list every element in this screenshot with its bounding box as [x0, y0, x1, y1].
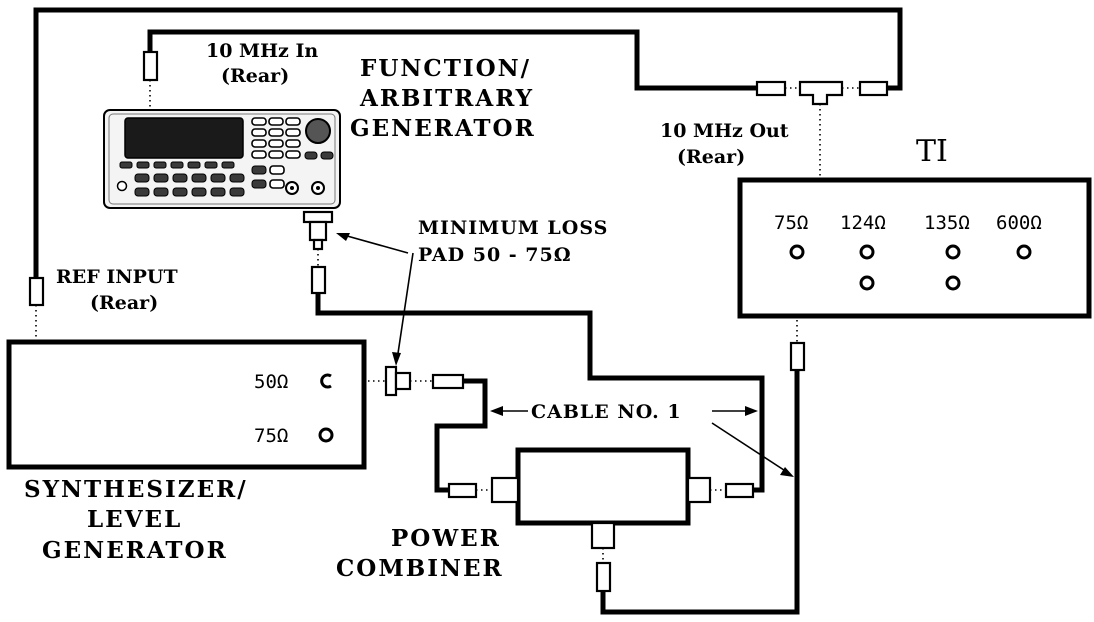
combiner-port-left — [490, 476, 520, 504]
bnc-cable-connector-icon — [28, 276, 45, 307]
label-10mhz-out-rear: (Rear) — [677, 146, 745, 168]
arrowhead-icon — [336, 233, 350, 241]
arrowhead-icon — [745, 406, 758, 416]
minimum-loss-pad-icon — [384, 365, 412, 397]
label-synthesizer-line2: LEVEL — [87, 506, 182, 533]
label-synthesizer-line3: GENERATOR — [42, 537, 228, 564]
text-labels: 10 MHz In (Rear) FUNCTION/ ARBITRARY GEN… — [24, 40, 1042, 582]
bnc-cable-connector-icon — [724, 482, 755, 499]
bnc-port-icon — [945, 244, 961, 260]
power-combiner — [490, 447, 712, 550]
ti-ports — [789, 244, 1032, 291]
cable-no1-right — [315, 292, 765, 493]
label-10mhz-in: 10 MHz In — [206, 40, 318, 62]
bnc-port-icon — [945, 275, 961, 291]
label-ref-input: REF INPUT — [56, 266, 178, 288]
label-ti-port-135: 135Ω — [924, 212, 970, 234]
label-function-generator-line1: FUNCTION/ — [360, 55, 531, 82]
arrow-line — [711, 422, 791, 475]
cable-10mhz-in — [147, 29, 757, 91]
label-power-combiner-line2: COMBINER — [336, 555, 504, 582]
bnc-port-icon — [859, 275, 875, 291]
bnc-port-icon — [859, 244, 875, 260]
bnc-port-icon — [789, 244, 805, 260]
bnc-tee-adapter-icon — [798, 80, 844, 106]
bnc-cable-connector-icon — [431, 373, 465, 390]
bnc-cable-connector-icon — [858, 80, 889, 97]
label-10mhz-in-rear: (Rear) — [221, 65, 289, 87]
label-ti-port-600: 600Ω — [996, 212, 1042, 234]
power-combiner-box — [515, 447, 691, 526]
combiner-port-output — [590, 521, 616, 550]
arrowhead-icon — [780, 467, 794, 477]
label-synth-port-50: 50Ω — [254, 371, 288, 393]
label-minimum-loss: MINIMUM LOSS — [418, 217, 608, 239]
label-ref-input-rear: (Rear) — [90, 292, 158, 314]
bnc-cable-connector-icon — [310, 265, 327, 295]
arrow-line — [396, 252, 414, 361]
arrowhead-icon — [392, 352, 401, 366]
bnc-cable-connector-icon — [595, 561, 612, 593]
label-cable-no1: CABLE NO. 1 — [531, 401, 682, 423]
label-ti: TI — [916, 134, 948, 169]
synthesizer-level-generator-box — [6, 339, 367, 470]
minimum-loss-pad-icon — [302, 210, 334, 251]
label-ti-port-75: 75Ω — [774, 212, 808, 234]
bnc-port-icon — [1016, 244, 1032, 260]
cable-10mhz-loop — [33, 7, 903, 278]
label-synthesizer-line1: SYNTHESIZER/ — [24, 476, 248, 503]
function-generator-instrument-icon — [103, 109, 341, 209]
bnc-cable-connector-icon — [789, 341, 806, 372]
bnc-cable-connector-icon — [142, 50, 159, 82]
keypad — [251, 117, 301, 159]
bnc-port-icon — [320, 373, 332, 389]
cables — [33, 7, 903, 615]
label-pad-50-75: PAD 50 - 75Ω — [418, 244, 572, 266]
cable-connectors — [28, 50, 889, 593]
label-ti-port-124: 124Ω — [840, 212, 886, 234]
label-function-generator-line2: ARBITRARY — [359, 85, 534, 112]
label-10mhz-out: 10 MHz Out — [660, 120, 789, 142]
combiner-port-right — [686, 476, 712, 504]
arrowhead-icon — [490, 406, 503, 416]
arrows — [336, 233, 794, 477]
bnc-cable-connector-icon — [755, 80, 787, 97]
label-synth-port-75: 75Ω — [254, 425, 288, 447]
knob-icon — [305, 118, 331, 144]
label-function-generator-line3: GENERATOR — [350, 115, 536, 142]
label-power-combiner-line1: POWER — [391, 525, 501, 552]
cable-combiner-to-ti — [600, 370, 800, 615]
arrow-line — [339, 233, 409, 254]
bnc-cable-connector-icon — [447, 482, 478, 499]
cable-no1-left — [434, 378, 488, 493]
bnc-port-icon — [318, 427, 334, 443]
synth-ports — [318, 373, 334, 443]
